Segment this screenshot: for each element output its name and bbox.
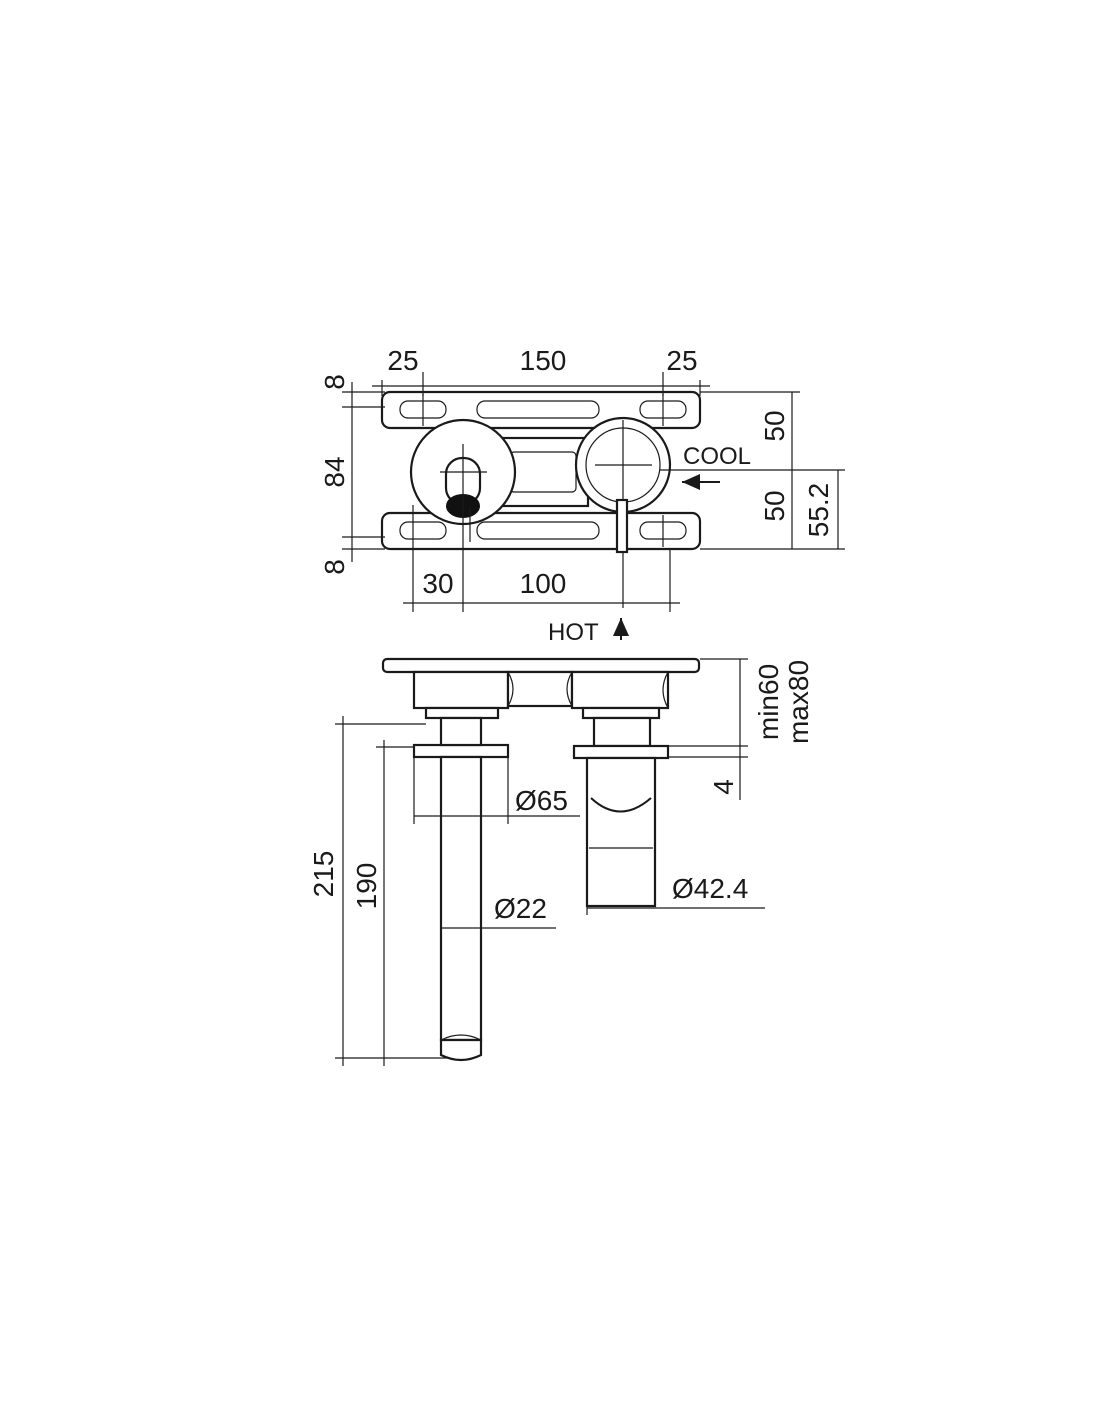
dim-top-margin: 8 (319, 374, 350, 390)
dim-right-upper: 50 (759, 410, 790, 441)
dim-center-width: 150 (520, 345, 567, 376)
length-dimensions: 215 190 (308, 716, 448, 1066)
left-dimension-column: 8 84 8 (319, 374, 385, 575)
dim-dia-flange: Ø65 (515, 785, 568, 816)
hot-label: HOT (548, 619, 599, 646)
dim-right-lower: 50 (759, 490, 790, 521)
wall-plate (381, 657, 701, 674)
dim-right-slot: 25 (666, 345, 697, 376)
dim-depth-min: min60 (753, 664, 784, 740)
dim-overall-right: 55.2 (803, 483, 834, 538)
handle-diameter-dimension: Ø42.4 (586, 873, 765, 915)
dim-spacing: 100 (520, 568, 567, 599)
depth-dimension: min60 max80 4 (668, 658, 814, 800)
dim-dia-spout: Ø22 (494, 893, 547, 924)
upper-mounting-plate (380, 390, 702, 430)
flange-diameter-dimension: Ø65 (413, 757, 580, 824)
dim-depth-max: max80 (783, 660, 814, 744)
valve-body-side (412, 670, 670, 710)
spout-diameter-dimension: Ø22 (441, 893, 556, 929)
dim-left-slot: 25 (387, 345, 418, 376)
top-dimension-row: 25 150 25 (372, 345, 710, 396)
side-view: min60 max80 4 Ø65 Ø22 Ø42.4 (308, 657, 814, 1066)
handle-assembly (572, 706, 670, 908)
top-view: 25 150 25 8 84 8 50 50 55.2 COOL (319, 345, 845, 646)
right-dimension-column: 50 50 55.2 (660, 391, 845, 550)
dim-len-spout: 190 (351, 863, 382, 910)
bottom-dimension-row: 30 100 (403, 505, 680, 612)
dim-offset: 30 (422, 568, 453, 599)
valve-body-top (409, 416, 672, 612)
dim-len-total: 215 (308, 851, 339, 898)
spout-assembly (412, 706, 510, 1062)
dim-plate-height: 84 (319, 456, 350, 487)
dim-bottom-margin: 8 (319, 559, 350, 575)
dim-flange-thickness: 4 (708, 779, 739, 795)
cool-label: COOL (683, 443, 751, 470)
dim-dia-handle: Ø42.4 (672, 873, 748, 904)
lower-mounting-plate (380, 511, 702, 551)
